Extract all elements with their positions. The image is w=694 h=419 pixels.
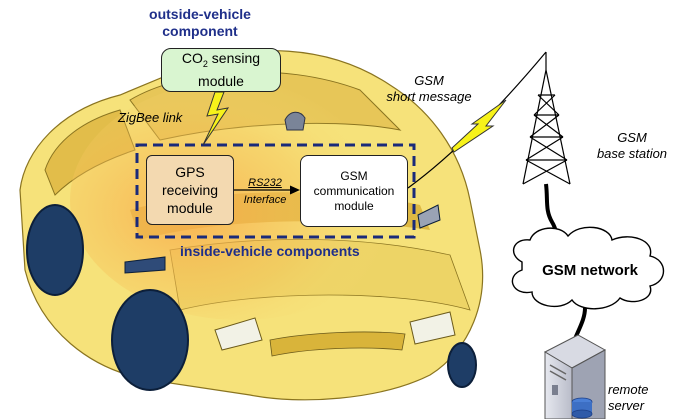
rs232-arrowhead: [290, 185, 300, 195]
car-headlight-left: [214, 317, 263, 351]
gps-module-line3: module: [167, 200, 213, 216]
co2-sensing-module: CO2 sensing module: [161, 48, 281, 92]
gsm-network-label: GSM network: [542, 262, 638, 279]
gsm-tower-icon: [522, 52, 571, 185]
gsm-short-message-label: GSM short message: [374, 73, 484, 105]
remote-server-label: remote server: [608, 382, 648, 414]
co2-subscript: 2: [202, 58, 208, 69]
gsm-short-message-line1: GSM: [414, 73, 444, 88]
gsm-module-line2: communication: [313, 183, 395, 198]
co2-module-line1: CO2 sensing: [182, 50, 260, 73]
gsm-module-line1: GSM: [340, 168, 368, 183]
gps-receiving-module: GPS receiving module: [146, 155, 234, 225]
car-wheel-rear: [26, 204, 84, 296]
inside-vehicle-label: inside-vehicle components: [180, 243, 360, 259]
car-wheel-front-left: [111, 289, 189, 391]
gsm-network-cloud: [511, 226, 665, 310]
zigbee-link-label: ZigBee link: [118, 110, 183, 125]
co2-prefix: CO: [181, 50, 203, 67]
rs232-line2: Interface: [243, 194, 287, 206]
rs232-interface-label: RS232 Interface: [234, 176, 296, 207]
co2-module-line2: module: [198, 72, 244, 89]
gps-module-line1: GPS: [175, 164, 205, 180]
car-mirror-right: [417, 204, 441, 229]
gsm-communication-module: GSM communication module: [300, 155, 408, 227]
gsm-base-station-line2: base station: [596, 146, 668, 161]
remote-server-line1: remote: [608, 382, 649, 397]
inside-vehicle-frame: [135, 143, 416, 239]
outside-label-line2: component: [162, 23, 238, 39]
co2-suffix: sensing: [207, 50, 261, 67]
remote-server-line2: server: [608, 398, 645, 413]
outside-label-line1: outside-vehicle: [149, 6, 251, 22]
gsm-message-lightning: [451, 99, 507, 153]
car-headlight-right: [409, 311, 456, 345]
gps-module-line2: receiving: [161, 182, 219, 198]
rs232-line1: RS232: [248, 177, 282, 189]
car-illustration: [19, 50, 484, 401]
gsm-base-station-label: GSM base station: [582, 130, 682, 162]
outside-vehicle-label: outside-vehicle component: [120, 6, 280, 40]
gsm-base-station-line1: GSM: [617, 130, 647, 145]
car-grille: [269, 331, 406, 357]
car-mirror-left: [124, 256, 166, 274]
car-rear-mirror: [284, 111, 306, 131]
zigbee-lightning: [202, 91, 230, 146]
gsm-module-line3: module: [334, 198, 374, 213]
server-icon: [543, 334, 607, 419]
gsm-short-message-line2: short message: [386, 89, 472, 104]
car-wheel-front-right: [447, 342, 477, 388]
